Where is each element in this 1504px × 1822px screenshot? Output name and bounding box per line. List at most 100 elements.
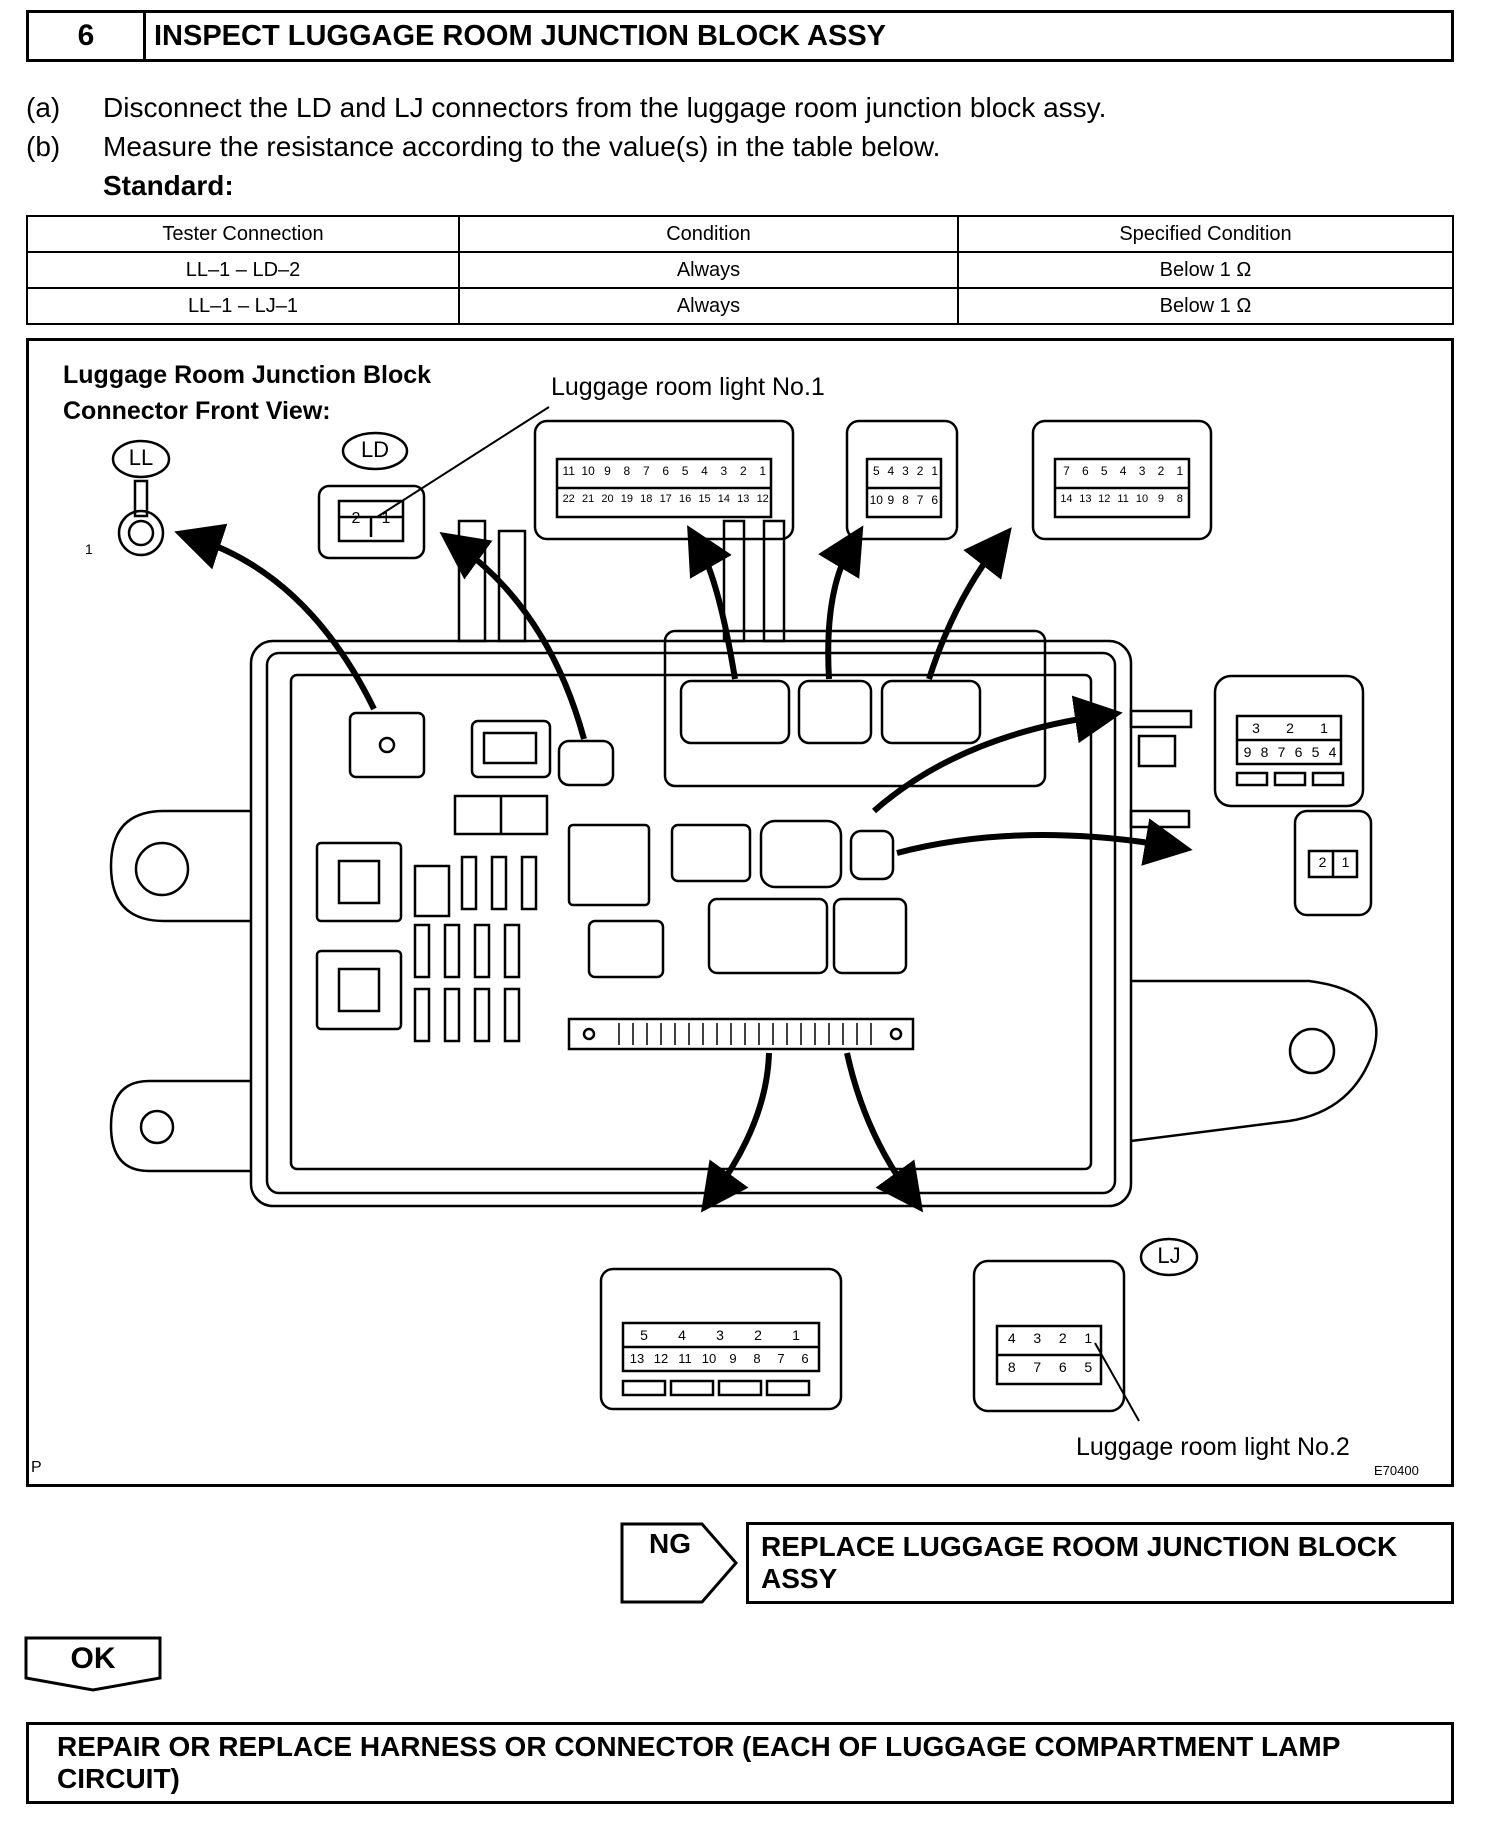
socket-center-c (587, 919, 665, 979)
standard-label: Standard: (103, 170, 234, 201)
connector-10pin-icon (845, 419, 959, 541)
pin-number: 10 (1135, 493, 1149, 505)
pin-number: 10 (701, 1351, 717, 1366)
table-header: Tester Connection (26, 215, 460, 253)
pin-number: 7 (1033, 1359, 1042, 1375)
connector-ld-label: LD (360, 437, 390, 462)
pin-number: 4 (1119, 464, 1127, 478)
pin-number: 6 (801, 1351, 809, 1366)
pin-number: 8 (1176, 493, 1183, 505)
connector-13pin-icon (599, 1267, 843, 1411)
ll-pin-label: 1 (85, 541, 93, 557)
callout-light1: Luggage room light No.1 (551, 373, 825, 401)
callout-light2: Luggage room light No.2 (1076, 1433, 1350, 1461)
socket-13pin (707, 897, 829, 975)
pin-number: 2 (739, 464, 747, 478)
pin-number: 20 (601, 493, 614, 505)
pin-number: 2 (1318, 854, 1327, 870)
socket-14pin (880, 679, 982, 745)
connector-22pin-icon (533, 419, 795, 541)
pin-number: 4 (701, 464, 708, 478)
pin-number: 9 (1157, 493, 1164, 505)
pin-number: 7 (916, 493, 924, 507)
pin-number: 9 (887, 493, 895, 507)
figure-corner-mark: P (31, 1459, 42, 1476)
pin-number: 7 (1277, 744, 1286, 760)
table-header-row: Tester Connection Condition Specified Co… (26, 215, 1454, 253)
figure-title-line2: Connector Front View: (63, 397, 331, 425)
connector-9pin-icon (1213, 674, 1365, 808)
pin-number: 3 (1252, 720, 1260, 736)
pin-number: 21 (581, 493, 595, 505)
pin-number: 3 (1138, 464, 1146, 478)
pin-number: 12 (653, 1351, 669, 1366)
figure-code: E70400 (1374, 1463, 1419, 1478)
instruction-a-text: Disconnect the LD and LJ connectors from… (103, 92, 1107, 123)
pin-number: 4 (1328, 744, 1337, 760)
socket-center-a (567, 823, 651, 907)
table-cell: Always (458, 251, 959, 289)
table-cell: Below 1 Ω (957, 287, 1454, 325)
step-title: INSPECT LUGGAGE ROOM JUNCTION BLOCK ASSY (154, 20, 887, 52)
pin-number: 5 (1100, 464, 1108, 478)
connector-ll-label: LL (128, 445, 154, 470)
pin-number: 6 (1294, 744, 1303, 760)
pin-number: 6 (1081, 464, 1089, 478)
ng-branch: NG (620, 1522, 740, 1604)
pin-number: 11 (1117, 493, 1129, 505)
step-header: 6 INSPECT LUGGAGE ROOM JUNCTION BLOCK AS… (26, 10, 1454, 62)
pin-number: 2 (1157, 464, 1165, 478)
table-cell: Always (458, 287, 959, 325)
ng-action-text: REPLACE LUGGAGE ROOM JUNCTION BLOCK ASSY (761, 1531, 1398, 1594)
callout-leader-light2 (1094, 1342, 1140, 1422)
pin-number: 6 (662, 464, 670, 478)
ok-action-box: REPAIR OR REPLACE HARNESS OR CONNECTOR (… (26, 1722, 1454, 1804)
pin-number: 11 (678, 1351, 692, 1366)
pin-number: 4 (1007, 1330, 1016, 1346)
pin-number: 4 (887, 464, 895, 478)
socket-10pin (797, 679, 873, 745)
connector-2pin-icon (1293, 809, 1373, 917)
pin-number: 1 (1341, 854, 1350, 870)
table-row: LL–1 – LJ–1 Always Below 1 Ω (26, 287, 1454, 325)
table-cell: LL–1 – LJ–1 (26, 287, 460, 325)
pin-number: 2 (754, 1327, 762, 1343)
pin-number: 5 (681, 464, 689, 478)
connector-lj-label: LJ (1157, 1243, 1181, 1268)
pin-number: 1 (1176, 464, 1184, 478)
ll-stud-mount (348, 711, 426, 779)
pin-number: 5 (1084, 1359, 1093, 1375)
ok-action-text: REPAIR OR REPLACE HARNESS OR CONNECTOR (… (57, 1731, 1340, 1794)
pin-number: 8 (1260, 744, 1269, 760)
socket-center-b (670, 823, 752, 883)
pin-number: 1 (381, 510, 391, 527)
table-cell: Below 1 Ω (957, 251, 1454, 289)
instruction-b-text: Measure the resistance according to the … (103, 131, 941, 162)
pin-number: 5 (1311, 744, 1320, 760)
pin-number: 6 (1058, 1359, 1067, 1375)
pin-number: 2 (1286, 720, 1294, 736)
pin-number: 10 (581, 464, 595, 478)
pin-number: 4 (678, 1327, 686, 1343)
pin-number: 13 (629, 1351, 645, 1366)
table-row: LL–1 – LD–2 Always Below 1 Ω (26, 251, 1454, 289)
pin-number: 12 (1098, 493, 1111, 505)
ng-label: NG (649, 1528, 691, 1559)
socket-lj (832, 897, 908, 975)
junction-block-body (249, 639, 1133, 1208)
pin-number: 8 (623, 464, 631, 478)
pin-number: 3 (716, 1327, 724, 1343)
pin-number: 14 (717, 493, 730, 505)
pin-number: 15 (698, 493, 711, 505)
pin-number: 3 (902, 464, 909, 478)
pin-number: 9 (729, 1351, 737, 1366)
socket-ld (557, 739, 615, 787)
pin-number: 18 (640, 493, 653, 505)
arrow-ld (439, 531, 587, 740)
pin-number: 5 (872, 464, 880, 478)
table-cell: LL–1 – LD–2 (26, 251, 460, 289)
spec-table: Tester Connection Condition Specified Co… (26, 215, 1454, 325)
pin-number: 12 (756, 493, 769, 505)
instruction-a-label: (a) (26, 92, 61, 123)
ld-connector-icon (317, 431, 426, 560)
